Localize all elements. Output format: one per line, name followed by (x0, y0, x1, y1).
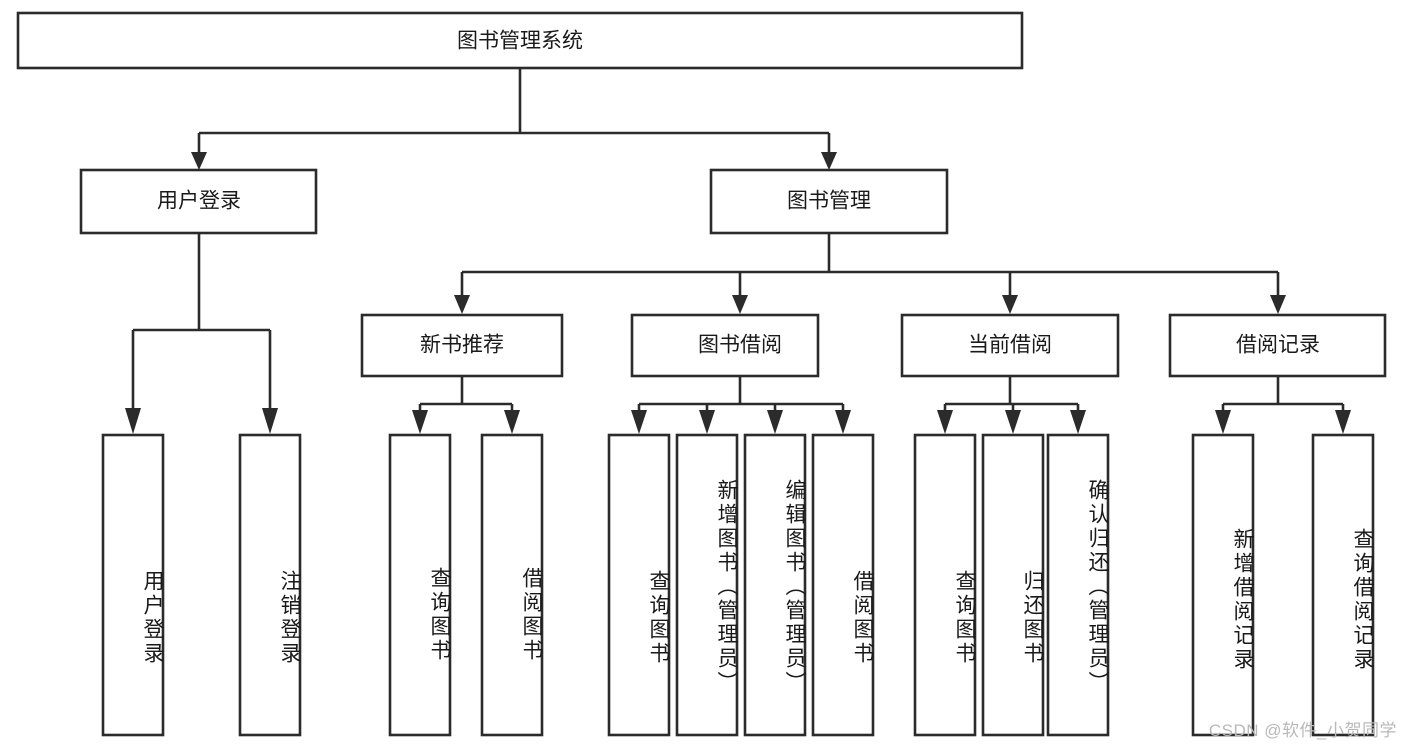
leaf-box-current-borrow-2[interactable] (981, 433, 1045, 737)
arrow-bb-l1 (631, 410, 647, 434)
arrow-nb-l1 (412, 410, 428, 434)
arrow-br-l2 (1335, 410, 1351, 434)
leaf-box-book-borrow-4[interactable] (811, 433, 875, 737)
leaf-box-new-book-1[interactable] (388, 433, 452, 737)
node-user-login-label: 用户登录 (157, 190, 241, 213)
arrow-bm-c3 (1002, 295, 1018, 314)
arrow-bb-l2 (699, 410, 715, 434)
connectors-book-borrow-to-leaves (631, 376, 851, 434)
node-user-login[interactable]: 用户登录 (79, 168, 318, 235)
node-book-borrow-label: 图书借阅 (698, 334, 782, 357)
leaf-box-borrow-record-1[interactable] (1191, 433, 1255, 737)
arrow-cb-l1 (937, 410, 953, 434)
node-root-label: 图书管理系统 (457, 30, 583, 53)
leaf-box-user-login-2[interactable] (238, 433, 302, 737)
connectors-book-manage-to-level3 (454, 233, 1286, 314)
leaf-boxes-book-borrow (607, 433, 875, 737)
leaf-boxes-current-borrow (913, 433, 1110, 737)
connectors-user-login-to-leaves (125, 233, 278, 434)
arrow-bm-c4 (1270, 295, 1286, 314)
connectors-root-to-level2 (191, 68, 837, 170)
node-book-borrow-box[interactable] (630, 313, 820, 378)
node-new-book-recommend-box[interactable] (360, 313, 564, 378)
node-current-borrow[interactable]: 当前借阅 (900, 313, 1120, 378)
connectors-current-borrow-to-leaves (937, 376, 1086, 434)
arrow-br-l1 (1215, 410, 1231, 434)
arrow-bm-c1 (454, 295, 470, 314)
leaf-box-book-borrow-3[interactable] (743, 433, 807, 737)
arrow-to-user-login (191, 152, 207, 170)
node-root-system[interactable]: 图书管理系统 (16, 11, 1024, 70)
arrow-bb-l4 (835, 410, 851, 434)
arrow-bm-c2 (732, 295, 748, 314)
arrow-bb-l3 (767, 410, 783, 434)
arrow-to-book-manage (821, 152, 837, 170)
node-root-box[interactable] (16, 11, 1024, 70)
leaf-boxes-borrow-record (1191, 433, 1375, 737)
node-book-management-box[interactable] (709, 168, 949, 235)
arrow-cb-l3 (1070, 410, 1086, 434)
node-book-borrow[interactable]: 图书借阅 (630, 313, 820, 378)
leaf-boxes-user-login (101, 433, 302, 737)
leaf-boxes-new-book-recommend (388, 433, 544, 737)
node-user-login-box[interactable] (79, 168, 318, 235)
leaf-box-current-borrow-3[interactable] (1046, 433, 1110, 737)
arrow-ul-leaf2 (262, 408, 278, 434)
node-borrow-record[interactable]: 借阅记录 (1168, 313, 1387, 378)
leaf-box-current-borrow-1[interactable] (913, 433, 977, 737)
node-current-borrow-label: 当前借阅 (968, 334, 1052, 357)
leaf-box-borrow-record-2[interactable] (1311, 433, 1375, 737)
csdn-watermark: CSDN @软件_小贺同学 (1208, 721, 1397, 740)
leaf-box-book-borrow-2[interactable] (675, 433, 739, 737)
leaf-box-book-borrow-1[interactable] (607, 433, 671, 737)
arrow-ul-leaf1 (125, 408, 141, 434)
arrow-nb-l2 (504, 410, 520, 434)
node-new-book-recommend[interactable]: 新书推荐 (360, 313, 564, 378)
arrow-cb-l2 (1005, 410, 1021, 434)
leaf-box-user-login-1[interactable] (101, 433, 165, 737)
node-borrow-record-box[interactable] (1168, 313, 1387, 378)
connectors-borrow-record-to-leaves (1215, 376, 1351, 434)
node-book-management[interactable]: 图书管理 (709, 168, 949, 235)
connectors-new-book-to-leaves (412, 376, 520, 434)
node-new-book-recommend-label: 新书推荐 (420, 334, 504, 357)
node-current-borrow-box[interactable] (900, 313, 1120, 378)
node-borrow-record-label: 借阅记录 (1236, 334, 1320, 357)
node-book-management-label: 图书管理 (787, 190, 871, 213)
leaf-box-new-book-2[interactable] (480, 433, 544, 737)
